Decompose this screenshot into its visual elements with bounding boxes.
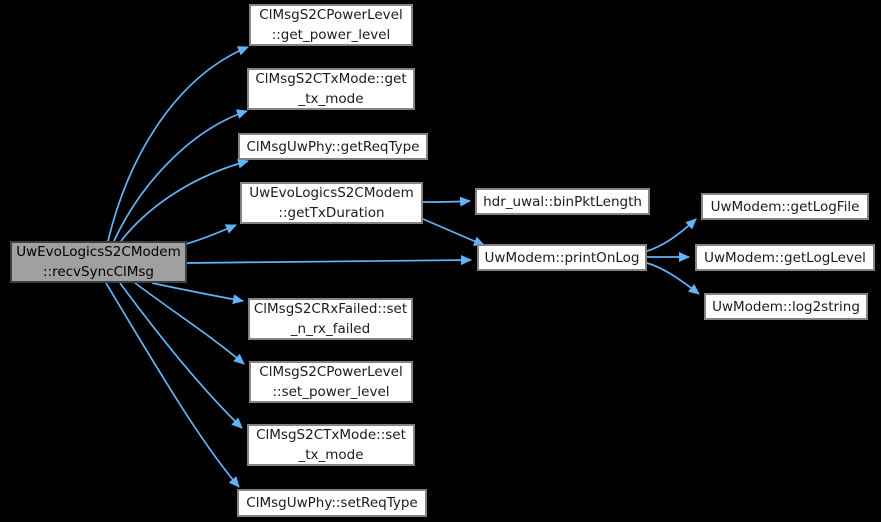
node-getLogLevel[interactable]: UwModem::getLogLevel [695,244,875,271]
edge-recvSyncClMsg-to-printOnLog [186,255,472,266]
edge-recvSyncClMsg-to-set_power_level [134,282,245,365]
node-label-line: ::get_power_level [271,27,391,43]
node-printOnLog[interactable]: UwModem::printOnLog [477,244,647,271]
node-label-line: ClMsgS2CTxMode::set [256,427,406,443]
edge-recvSyncClMsg-to-get_tx_mode [113,109,248,242]
node-label-line: ClMsgUwPhy::setReqType [246,495,418,511]
edge-recvSyncClMsg-to-getTxDuration [185,224,237,245]
node-set_n_rx_failed[interactable]: ClMsgS2CRxFailed::set_n_rx_failed [248,298,413,340]
edge-printOnLog-to-log2string [646,262,700,295]
node-set_power_level[interactable]: ClMsgS2CPowerLevel::set_power_level [249,361,413,403]
node-label-line: UwModem::getLogLevel [704,249,866,266]
edge-printOnLog-to-getLogFile [646,218,697,252]
node-label-line: UwModem::log2string [712,298,860,315]
node-setReqType[interactable]: ClMsgUwPhy::setReqType [237,489,427,517]
node-label-line: ::set_power_level [272,384,390,400]
node-label-line: ClMsgS2CRxFailed::set [253,301,408,317]
edge-getTxDuration-to-binPktLength [422,196,471,207]
node-label-line: ::getTxDuration [278,205,385,221]
node-recvSyncClMsg: UwEvoLogicsS2CModem::recvSyncClMsg [10,241,187,283]
edge-recvSyncClMsg-to-set_n_rx_failed [151,282,244,305]
node-log2string[interactable]: UwModem::log2string [704,293,868,320]
node-label-line: UwEvoLogicsS2CModem [249,185,414,201]
node-label-line: ClMsgS2CPowerLevel [259,7,403,23]
node-label-line: ClMsgUwPhy::getReqType [246,138,420,155]
node-label-line: _tx_mode [298,91,364,107]
edge-getTxDuration-to-printOnLog [422,218,485,246]
node-label-line: ClMsgS2CPowerLevel [259,364,403,380]
node-label-line: UwModem::printOnLog [484,249,640,266]
node-get_power_level[interactable]: ClMsgS2CPowerLevel::get_power_level [249,4,413,46]
node-set_tx_mode[interactable]: ClMsgS2CTxMode::set_tx_mode [247,424,415,466]
node-get_tx_mode[interactable]: ClMsgS2CTxMode::get_tx_mode [247,68,415,110]
node-getLogFile[interactable]: UwModem::getLogFile [701,193,869,220]
node-label-line: hdr_uwal::binPktLength [483,193,642,210]
node-label-line: _n_rx_failed [290,321,371,337]
node-getTxDuration[interactable]: UwEvoLogicsS2CModem::getTxDuration [240,182,423,224]
node-label-line: UwModem::getLogFile [710,198,860,215]
node-label-line: ::recvSyncClMsg [42,264,155,280]
node-getReqType[interactable]: ClMsgUwPhy::getReqType [238,133,428,160]
edge-recvSyncClMsg-to-getReqType [120,158,249,242]
node-binPktLength[interactable]: hdr_uwal::binPktLength [475,188,650,215]
edge-recvSyncClMsg-to-setReqType [105,282,240,488]
node-label-line: ClMsgS2CTxMode::get [255,71,407,87]
edge-recvSyncClMsg-to-get_power_level [107,46,249,242]
edge-recvSyncClMsg-to-set_tx_mode [119,282,243,429]
node-label-line: _tx_mode [298,447,364,463]
node-label-line: UwEvoLogicsS2CModem [16,244,181,260]
